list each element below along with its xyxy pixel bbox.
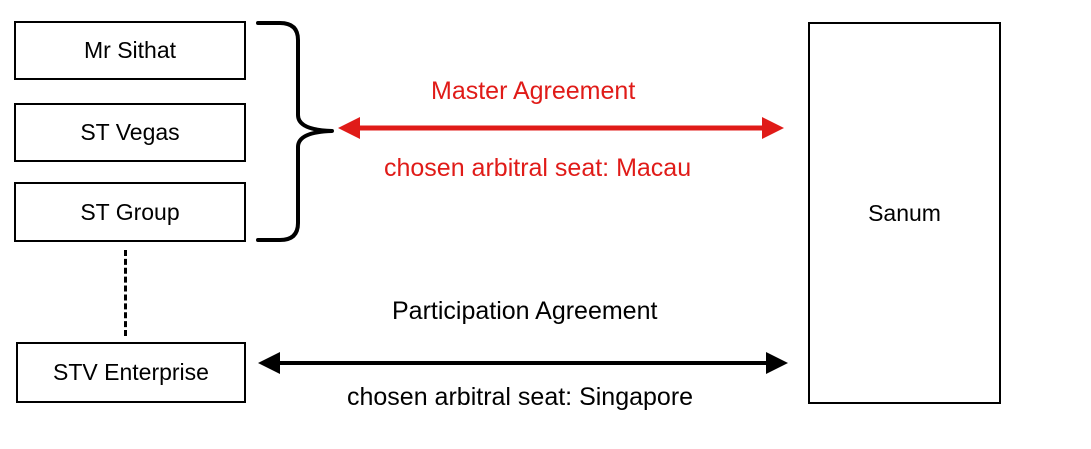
master-agreement-arrow[interactable]: [330, 112, 792, 144]
entity-box-stv-enterprise[interactable]: STV Enterprise: [16, 342, 246, 403]
connector-label-macau-seat: chosen arbitral seat: Macau: [384, 154, 692, 182]
entity-label-sanum: Sanum: [868, 199, 941, 226]
entity-label-stv-enterprise: STV Enterprise: [53, 359, 209, 385]
entity-box-st-vegas[interactable]: ST Vegas: [14, 103, 246, 162]
entity-label-st-vegas: ST Vegas: [80, 119, 180, 145]
connector-label-master-agreement: Master Agreement: [431, 77, 636, 105]
entity-box-st-group[interactable]: ST Group: [14, 182, 246, 242]
entity-box-mr-sithat[interactable]: Mr Sithat: [14, 21, 246, 80]
connector-label-singapore-seat: chosen arbitral seat: Singapore: [347, 383, 694, 411]
participation-agreement-arrow[interactable]: [250, 346, 796, 380]
entity-box-sanum[interactable]: Sanum: [808, 22, 1001, 404]
curly-brace-icon: [256, 21, 334, 242]
connector-label-participation-agreement: Participation Agreement: [392, 297, 658, 325]
dashed-connector-st-group-to-stv: [124, 250, 127, 336]
entity-label-st-group: ST Group: [80, 198, 180, 225]
entity-label-mr-sithat: Mr Sithat: [83, 37, 177, 63]
